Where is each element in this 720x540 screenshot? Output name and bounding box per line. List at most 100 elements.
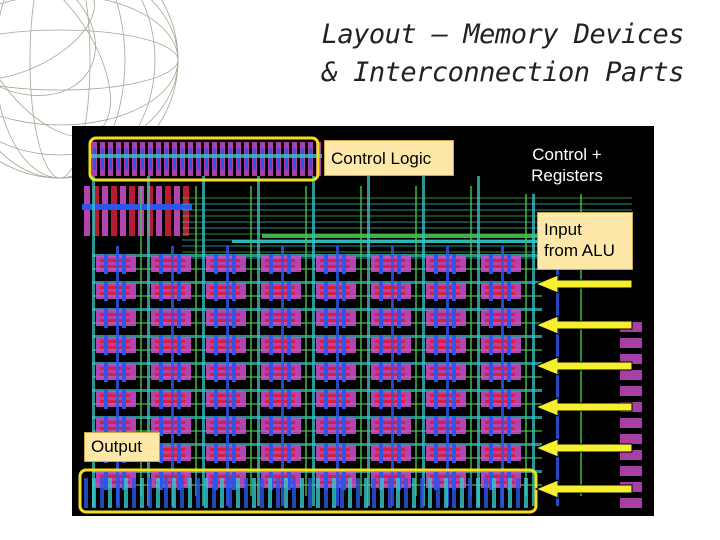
memory-cell-metal — [269, 281, 273, 301]
memory-cell-metal — [269, 308, 273, 328]
memory-cell-metal — [159, 281, 163, 301]
memory-cell-metal — [397, 308, 401, 328]
output-cell — [212, 478, 216, 508]
memory-cell-poly — [265, 427, 295, 430]
memory-cell-metal — [177, 308, 181, 328]
memory-cell-poly — [375, 427, 405, 430]
bit-line — [470, 186, 472, 496]
memory-cell-metal — [489, 308, 493, 328]
memory-cell-metal — [269, 416, 273, 436]
logic-cell-metal — [277, 148, 280, 170]
memory-cell-metal — [159, 416, 163, 436]
memory-cell-metal — [324, 389, 328, 409]
memory-cell-metal — [269, 254, 273, 274]
memory-cell-metal — [324, 254, 328, 274]
memory-cell-metal — [104, 308, 108, 328]
memory-cell-poly — [210, 292, 240, 295]
memory-cell-metal — [324, 443, 328, 463]
memory-cell-metal — [104, 416, 108, 436]
control-logic-cells — [90, 142, 329, 176]
memory-cell-metal — [232, 335, 236, 355]
memory-cell-metal — [177, 443, 181, 463]
memory-cell-metal — [269, 335, 273, 355]
memory-cell-metal — [489, 470, 493, 490]
register-cell — [165, 186, 171, 236]
memory-cell-poly — [210, 394, 240, 397]
memory-cell-poly — [320, 259, 350, 262]
register-cell — [93, 186, 99, 236]
arrow-shape — [534, 479, 633, 499]
memory-cell-metal — [269, 362, 273, 382]
memory-cell-poly — [430, 259, 460, 262]
memory-cell-metal — [232, 389, 236, 409]
memory-cell-poly — [210, 400, 240, 403]
word-line — [92, 389, 542, 392]
memory-cell-poly — [155, 400, 185, 403]
layout-overlays — [78, 136, 633, 514]
memory-cell-metal — [287, 416, 291, 436]
bit-line — [202, 176, 205, 506]
memory-cell-metal — [489, 335, 493, 355]
memory-cell-poly — [320, 292, 350, 295]
memory-cell-metal — [379, 389, 383, 409]
memory-cell-metal — [342, 416, 346, 436]
bit-line-metal — [501, 246, 504, 506]
memory-cell-poly — [265, 394, 295, 397]
memory-cell-poly — [265, 421, 295, 424]
output-cell — [124, 478, 128, 508]
output-cell — [132, 478, 136, 508]
memory-cell-poly — [265, 265, 295, 268]
memory-cell-poly — [320, 286, 350, 289]
memory-cell-poly — [210, 454, 240, 457]
memory-cell-metal — [452, 281, 456, 301]
output-cell — [268, 478, 272, 508]
memory-cell-metal — [324, 416, 328, 436]
memory-cell-poly — [320, 454, 350, 457]
memory-cell-poly — [430, 346, 460, 349]
memory-cell-metal — [324, 362, 328, 382]
memory-cell-poly — [265, 367, 295, 370]
output-cell — [348, 478, 352, 508]
memory-cell-metal — [159, 443, 163, 463]
control-logic-text: Control Logic — [331, 149, 432, 168]
memory-cell-poly — [485, 259, 515, 262]
memory-cell-metal — [122, 281, 126, 301]
input-arrow — [534, 479, 633, 499]
memory-cell-metal — [122, 308, 126, 328]
output-cell — [236, 478, 240, 508]
right-cell — [620, 434, 642, 444]
memory-cell-poly — [155, 286, 185, 289]
memory-cell-poly — [485, 394, 515, 397]
output-cell — [452, 478, 456, 508]
memory-cell-metal — [379, 335, 383, 355]
logic-cell-metal — [293, 148, 296, 170]
right-cell — [620, 418, 642, 428]
logic-cell-metal — [229, 148, 232, 170]
word-line — [92, 308, 542, 311]
logic-cell-metal — [253, 148, 256, 170]
logic-cell-metal — [117, 148, 120, 170]
output-cell — [324, 478, 328, 508]
memory-cell-metal — [452, 416, 456, 436]
memory-cell-metal — [434, 308, 438, 328]
memory-cell-metal — [507, 389, 511, 409]
input-arrow — [534, 274, 633, 294]
output-strip — [84, 478, 528, 508]
memory-cell-metal — [232, 362, 236, 382]
memory-cell-poly — [265, 400, 295, 403]
memory-cell-metal — [397, 443, 401, 463]
memory-cell-poly — [375, 421, 405, 424]
memory-cell-poly — [430, 286, 460, 289]
memory-cell-poly — [210, 313, 240, 316]
output-cell — [292, 478, 296, 508]
memory-cell-poly — [320, 319, 350, 322]
output-cell — [364, 478, 368, 508]
control-registers-text-line1: Control + — [532, 145, 602, 164]
memory-cell-metal — [434, 389, 438, 409]
memory-cell-poly — [210, 319, 240, 322]
arrow-shape — [534, 315, 633, 335]
memory-cell-poly — [265, 340, 295, 343]
memory-cell-poly — [100, 367, 130, 370]
output-cell — [140, 478, 144, 508]
memory-cell-poly — [155, 313, 185, 316]
